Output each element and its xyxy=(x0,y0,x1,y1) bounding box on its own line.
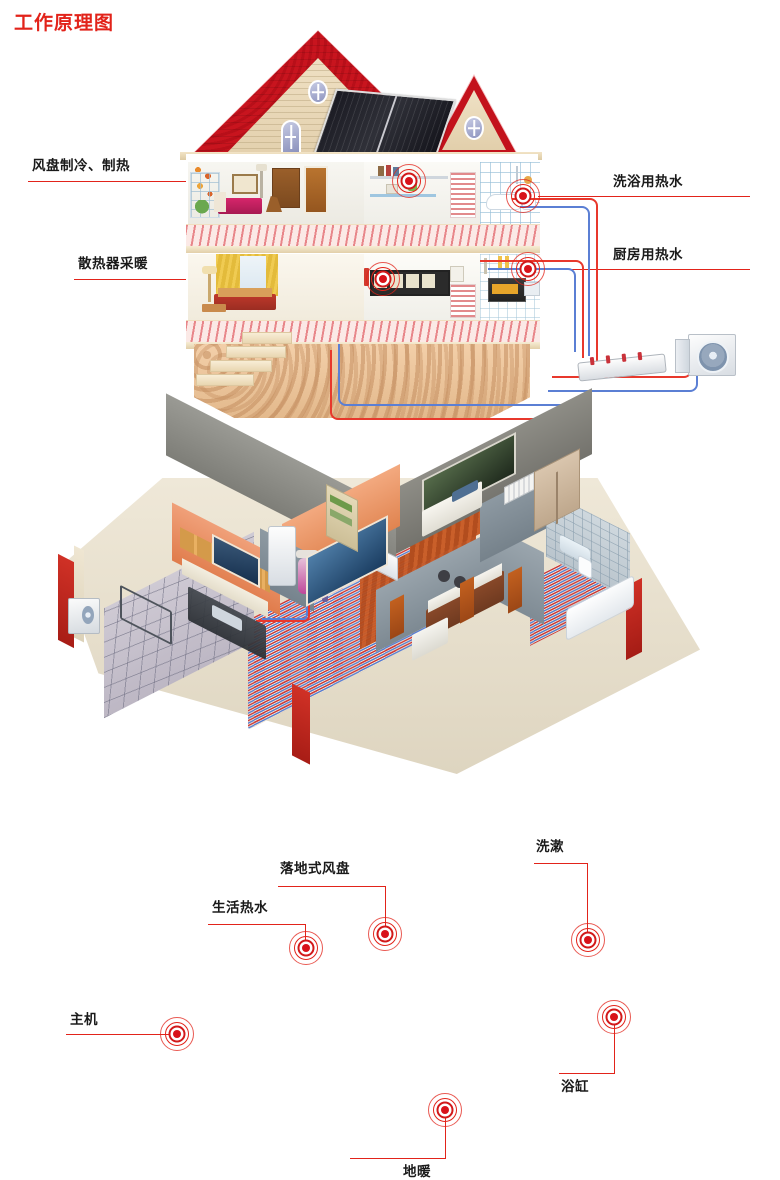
floor-lamp-pole xyxy=(260,168,263,198)
water-tank-top xyxy=(296,550,318,558)
callout-leader-washbasin-h xyxy=(534,863,588,865)
plant xyxy=(194,200,210,216)
arch-window-left xyxy=(281,120,301,154)
marker-kitchen-hotwater[interactable] xyxy=(511,252,545,286)
door-3 xyxy=(508,566,522,614)
door-1 xyxy=(390,594,404,640)
callout-label-bath-hotwater: 洗浴用热水 xyxy=(613,174,683,190)
marker-fan-coil[interactable] xyxy=(392,164,426,198)
room-bedroom xyxy=(188,162,364,224)
marker-bathtub[interactable] xyxy=(597,1000,631,1034)
hot-water-tank xyxy=(268,526,296,586)
living-window xyxy=(240,256,266,292)
marker-main-unit[interactable] xyxy=(160,1017,194,1051)
main-unit-fan xyxy=(82,606,94,624)
marker-domestic-hotwater[interactable] xyxy=(289,931,323,965)
stairs xyxy=(196,324,292,402)
speaker-1 xyxy=(438,570,450,582)
heat-pump-fan xyxy=(697,341,729,373)
callout-label-bathtub: 浴缸 xyxy=(561,1079,589,1095)
print-4 xyxy=(422,274,435,288)
callout-label-floor-fancoil: 落地式风盘 xyxy=(280,861,350,877)
bedroom-door xyxy=(304,166,328,214)
print-3 xyxy=(406,274,419,288)
kitchen-utensil-2 xyxy=(505,256,509,270)
bed-headboard xyxy=(214,192,226,212)
apartment-illustration xyxy=(58,388,720,774)
house-cutaway-diagram: 风盘制冷、制热 散热器采暖 洗浴用热水 厨房用热水 xyxy=(0,0,780,420)
marker-floor-heating[interactable] xyxy=(428,1093,462,1127)
room-livingroom xyxy=(188,254,364,320)
wall-picture xyxy=(232,174,258,194)
marker-radiator[interactable] xyxy=(366,262,400,296)
callout-label-radiator: 散热器采暖 xyxy=(78,256,148,272)
pipe-hot-bath xyxy=(512,198,598,362)
callout-leader-dhw-h xyxy=(208,924,306,926)
radiator-lower xyxy=(450,284,476,318)
sofa-back xyxy=(218,288,272,297)
iso-pipe-cold-tank xyxy=(262,592,308,620)
callout-label-washbasin: 洗漱 xyxy=(536,839,564,855)
wardrobe-split xyxy=(556,471,558,525)
dormer-window xyxy=(464,116,484,140)
radiator-upper xyxy=(450,172,476,218)
exterior-wall-bottom-red xyxy=(292,683,310,765)
house-illustration xyxy=(180,28,736,420)
book-a xyxy=(378,166,384,176)
callout-label-floor-heating: 地暖 xyxy=(403,1164,431,1180)
heat-pump-grill xyxy=(675,339,690,373)
apartment-iso-diagram: 生活热水 落地式风盘 洗漱 主机 浴缸 地暖 xyxy=(0,388,780,1179)
callout-label-kitchen-hotwater: 厨房用热水 xyxy=(613,247,683,263)
wall-frame xyxy=(450,266,464,282)
door-2 xyxy=(460,576,474,624)
book-b xyxy=(386,165,391,176)
page-title: 工作原理图 xyxy=(14,12,115,34)
callout-leader-kitchen-hotwater xyxy=(528,269,750,271)
marker-washbasin[interactable] xyxy=(571,923,605,957)
floor-lamp-shade xyxy=(256,164,267,171)
kitchen-utensil-1 xyxy=(498,256,502,268)
bed xyxy=(218,198,262,214)
coffee-table xyxy=(202,304,226,312)
callout-label-domestic-hotwater: 生活热水 xyxy=(212,900,268,916)
pipe-cold-main xyxy=(338,344,582,406)
callout-leader-floorheat-h xyxy=(350,1158,446,1160)
round-window xyxy=(308,80,328,104)
pipe-hot-main xyxy=(330,350,590,420)
callout-label-fan-coil: 风盘制冷、制热 xyxy=(32,158,130,174)
callout-leader-fancoil-h xyxy=(278,886,386,888)
floor-heating-upper xyxy=(186,224,540,248)
callout-leader-bath-hotwater xyxy=(522,196,750,198)
sofa xyxy=(214,294,276,310)
callout-label-main-unit: 主机 xyxy=(70,1012,98,1028)
outdoor-heat-pump-unit xyxy=(675,334,736,376)
living-lamp-pole xyxy=(208,272,211,302)
shower-pipe xyxy=(516,166,518,184)
marker-floor-fancoil[interactable] xyxy=(368,917,402,951)
oven-window xyxy=(492,284,518,294)
pipe-cold-bath xyxy=(520,206,590,356)
marker-bath-hotwater[interactable] xyxy=(506,179,540,213)
callout-leader-bathtub-h xyxy=(559,1073,615,1075)
floor-slab-upper xyxy=(186,246,540,253)
living-lamp-shade xyxy=(202,266,217,274)
